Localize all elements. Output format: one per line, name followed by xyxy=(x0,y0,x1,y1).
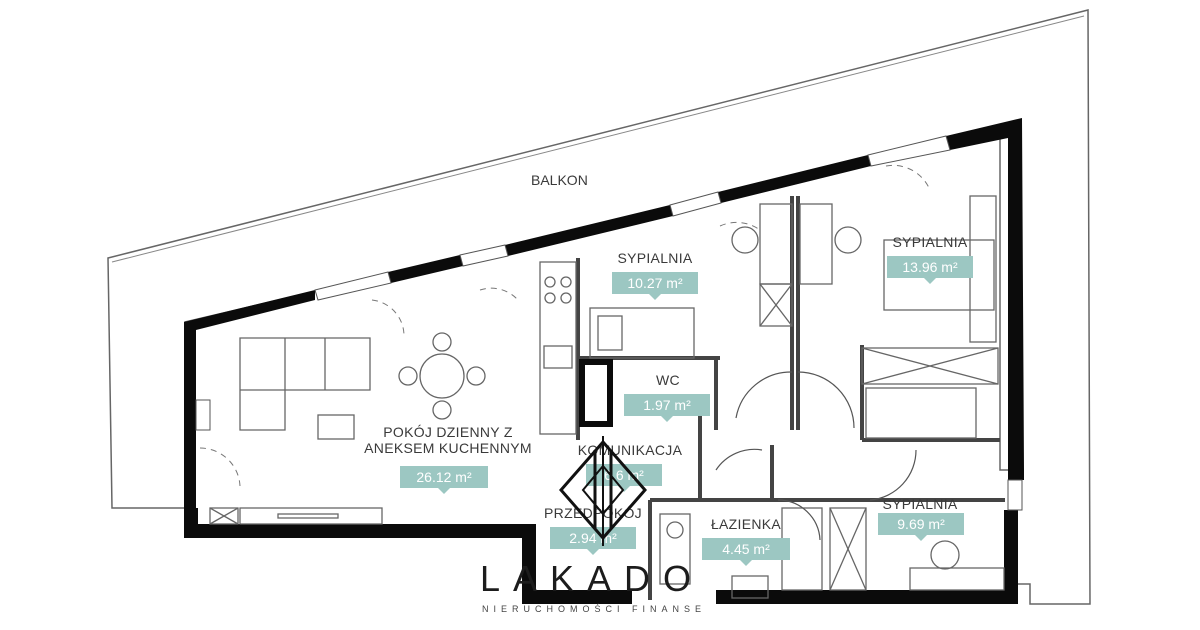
area-badge-bedroom-1: 10.27 m² xyxy=(612,272,698,300)
room-label-living: POKÓJ DZIENNY Z ANEKSEM KUCHENNYM xyxy=(340,424,556,456)
area-badge-bedroom-2: 13.96 m² xyxy=(887,256,973,284)
area-badge-living: 26.12 m² xyxy=(400,466,488,494)
room-label-hall: PRZEDPOKÓJ xyxy=(544,505,642,521)
balcony-rail xyxy=(111,15,1085,263)
room-label-wc: WC xyxy=(656,372,680,388)
wc-shaft xyxy=(579,359,613,427)
area-badge-wc: 1.97 m² xyxy=(624,394,710,422)
area-badge-bathroom: 4.45 m² xyxy=(702,538,790,566)
furniture xyxy=(209,195,1005,599)
room-label-bedroom-3: SYPIALNIA xyxy=(882,496,958,512)
balcony-label: BALKON xyxy=(531,172,588,188)
room-label-bedroom-1: SYPIALNIA xyxy=(617,250,693,266)
door-arcs xyxy=(715,371,917,541)
brand-logo-icon xyxy=(559,436,647,546)
exterior-walls xyxy=(184,118,1024,604)
room-label-bedroom-2: SYPIALNIA xyxy=(892,234,968,250)
living-label-line-2: ANEKSEM KUCHENNYM xyxy=(364,440,532,456)
door-swings xyxy=(199,164,931,487)
brand-tagline: NIERUCHOMOŚCI FINANSE xyxy=(482,604,707,614)
windows xyxy=(195,135,1023,511)
brand-name: LAKADO xyxy=(480,558,705,599)
room-label-bathroom: ŁAZIENKA xyxy=(710,516,782,532)
living-label-line-1: POKÓJ DZIENNY Z xyxy=(383,424,513,440)
area-badge-bedroom-3: 9.69 m² xyxy=(878,513,964,541)
